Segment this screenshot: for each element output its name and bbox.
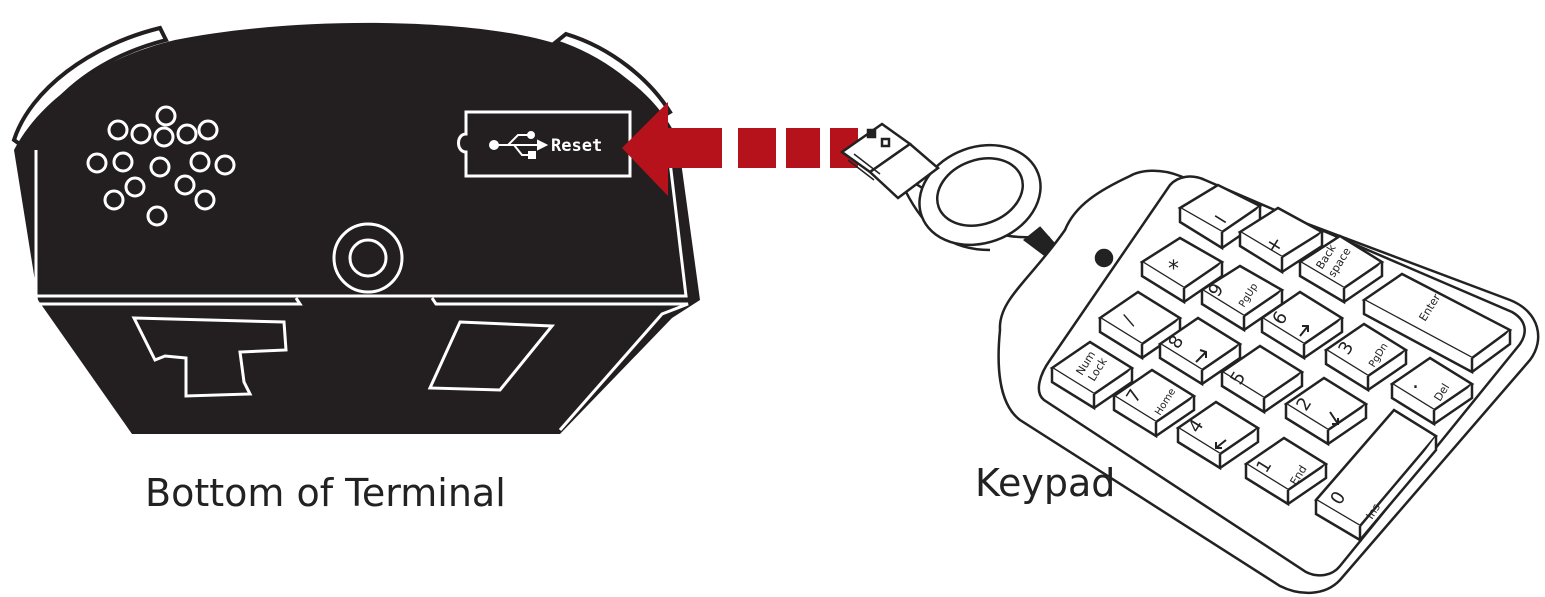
key-minus[interactable]: − [1177, 183, 1263, 251]
terminal-bottom: Reset [11, 22, 700, 435]
key-backspace[interactable]: Back space [1297, 234, 1385, 305]
arrow-dash-2 [786, 128, 820, 168]
usb-reset-port[interactable]: Reset [457, 110, 632, 178]
key-two[interactable]: 2 [1283, 376, 1369, 447]
key-six[interactable]: 6 [1259, 290, 1345, 361]
usb-plug [839, 122, 940, 200]
arrow-left-key-icon [1215, 439, 1227, 449]
key-zero-ins[interactable]: 0 Ins [1314, 408, 1438, 543]
keypad: − + Back space * 9 PgUp [839, 122, 1540, 595]
key-seven-home[interactable]: 7 Home [1111, 368, 1197, 439]
arrow-up-icon [1195, 349, 1207, 363]
arrow-head [622, 102, 722, 196]
terminal-panel-outline [34, 144, 688, 298]
key-plus[interactable]: + [1237, 206, 1325, 275]
terminal-round-port-outer [332, 222, 404, 294]
terminal-lower-outline [40, 297, 689, 431]
arrow-left-icon [622, 102, 858, 196]
key-slash[interactable]: / [1097, 290, 1183, 361]
usb-cable [903, 143, 1091, 301]
key-asterisk[interactable]: * [1139, 236, 1225, 305]
arrow-right-icon [1299, 325, 1309, 337]
speaker-grille [86, 105, 236, 227]
key-one-end[interactable]: 1 End [1243, 436, 1329, 507]
key-enter[interactable]: Enter [1361, 272, 1513, 375]
keypad-caption: Keypad [975, 461, 1115, 505]
key-three-pgdn[interactable]: 3 PgDn [1323, 322, 1409, 393]
key-asterisk-label: * [1168, 257, 1179, 282]
key-four[interactable]: 4 [1175, 400, 1261, 471]
cable-reel-inner [935, 157, 1025, 227]
terminal-round-port-inner [348, 238, 388, 278]
key-dot-label: . [1412, 369, 1419, 394]
keypad-led [1094, 248, 1114, 268]
reset-label: Reset [551, 136, 602, 156]
terminal-foot-left [131, 316, 288, 398]
key-numlock[interactable]: Num Lock [1049, 340, 1135, 411]
arrow-down-icon [1329, 411, 1339, 425]
key-eight[interactable]: 8 [1157, 316, 1243, 387]
usb-icon [489, 131, 549, 159]
terminal-body [14, 22, 700, 435]
terminal-caption: Bottom of Terminal [145, 471, 506, 515]
key-five[interactable]: 5 [1219, 344, 1305, 415]
terminal-foot-right [427, 320, 556, 392]
arrow-dash-1 [738, 128, 776, 168]
key-dot-del[interactable]: . Del [1389, 356, 1475, 427]
